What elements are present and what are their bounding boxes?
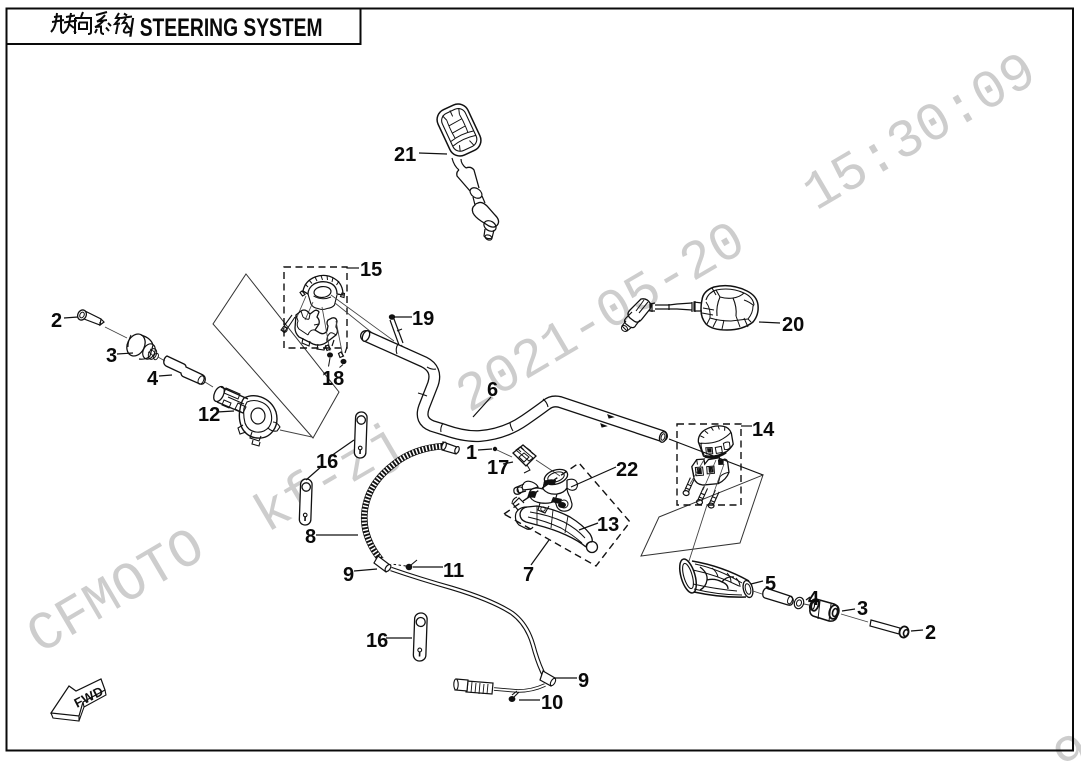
svg-text:2: 2: [51, 310, 62, 332]
svg-text:4: 4: [147, 368, 159, 390]
svg-text:16: 16: [366, 630, 388, 652]
svg-text:1: 1: [466, 442, 477, 464]
svg-text:11: 11: [443, 560, 464, 582]
svg-text:14: 14: [752, 419, 775, 441]
svg-text:3: 3: [106, 345, 117, 367]
svg-text:16: 16: [316, 451, 338, 473]
svg-text:22: 22: [616, 459, 638, 481]
svg-text:15: 15: [360, 259, 382, 281]
svg-text:6: 6: [487, 379, 498, 401]
svg-text:/ STEERING SYSTEM: / STEERING SYSTEM: [129, 14, 322, 42]
svg-text:21: 21: [394, 144, 416, 166]
svg-text:4: 4: [808, 588, 820, 610]
svg-text:10: 10: [541, 692, 563, 714]
svg-text:9: 9: [343, 564, 354, 586]
svg-text:3: 3: [857, 598, 868, 620]
svg-text:7: 7: [523, 564, 534, 586]
svg-text:9: 9: [578, 670, 589, 692]
svg-text:17: 17: [487, 457, 509, 479]
svg-text:18: 18: [322, 368, 344, 390]
svg-text:8: 8: [305, 526, 316, 548]
svg-text:5: 5: [765, 573, 776, 595]
svg-text:19: 19: [412, 308, 434, 330]
svg-text:13: 13: [597, 514, 619, 536]
svg-text:12: 12: [198, 404, 220, 426]
svg-text:2: 2: [925, 622, 936, 644]
svg-text:20: 20: [782, 314, 804, 336]
